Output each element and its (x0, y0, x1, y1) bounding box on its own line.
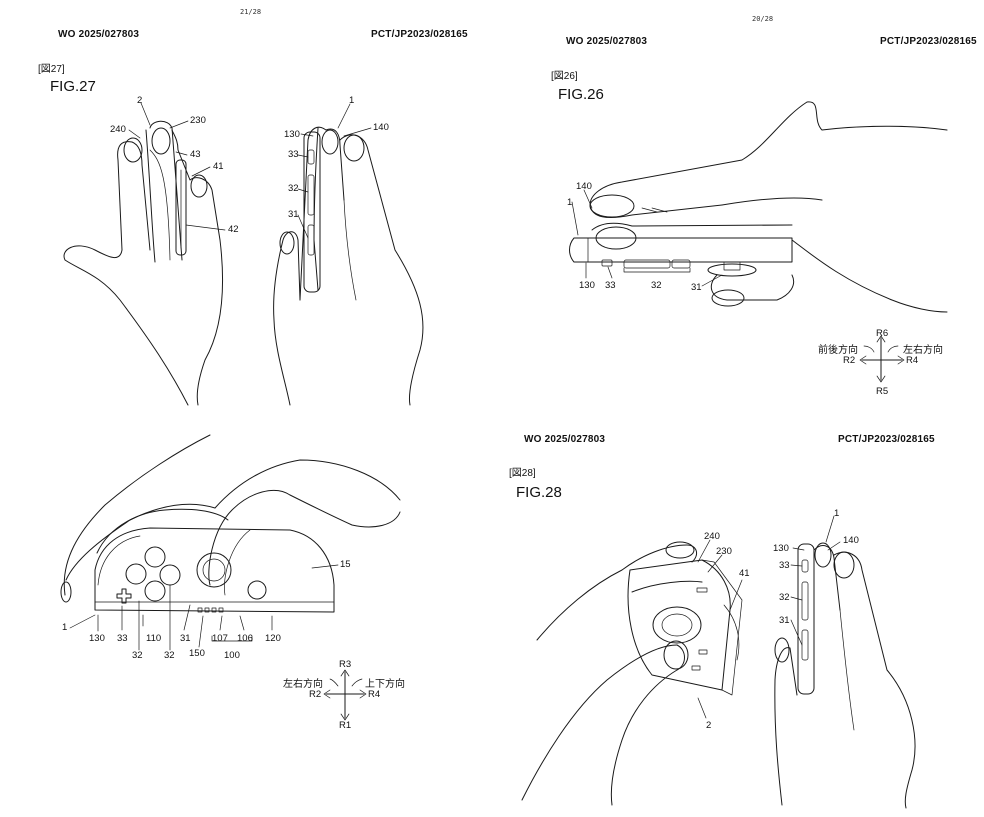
fig28-label-140: 140 (843, 535, 859, 546)
controller-label-110: 110 (146, 633, 162, 644)
fig26-label-33: 33 (605, 280, 616, 291)
fig26-drawing (569, 101, 948, 383)
left-header-publication-number: WO 2025/027803 (58, 29, 140, 40)
controller-label-32-right: 32 (164, 650, 175, 661)
controller-label-106: 106 (237, 633, 253, 644)
fig26-axis-label-r5: R5 (876, 386, 889, 397)
fig27-label-140: 140 (373, 122, 389, 133)
lower-right-header-publication-number: WO 2025/027803 (524, 434, 606, 445)
fig28-label-31: 31 (779, 615, 790, 626)
axis-label-left-right: 左右方向 (283, 679, 323, 690)
fig27-label-130: 130 (284, 129, 300, 140)
fig27-label-32: 32 (288, 183, 299, 194)
fig26-title: FIG.26 (558, 86, 604, 103)
fig26-axis-label-front-back: 前後方向 (818, 345, 858, 356)
controller-label-33: 33 (117, 633, 128, 644)
fig27-label-230: 230 (190, 115, 206, 126)
fig26-label-32: 32 (651, 280, 662, 291)
right-page-number: 20/28 (752, 15, 774, 23)
controller-label-15: 15 (340, 559, 351, 570)
fig26-label-130: 130 (579, 280, 595, 291)
axis-label-up-down: 上下方向 (365, 679, 405, 690)
controller-hand-drawing (60, 434, 401, 721)
fig28-title: FIG.28 (516, 484, 562, 501)
fig28-drawing (521, 515, 916, 809)
controller-label-1: 1 (62, 622, 68, 633)
axis-label-r1: R1 (339, 720, 352, 731)
lower-right-header-application-number: PCT/JP2023/028165 (838, 434, 935, 445)
fig28-label-2: 2 (706, 720, 712, 731)
fig28-bracket-label: [図28] (509, 468, 536, 479)
fig28-label-41: 41 (739, 568, 750, 579)
fig28-label-33: 33 (779, 560, 790, 571)
fig26-axis-label-r2: R2 (843, 355, 856, 366)
fig26-axis-label-r4: R4 (906, 355, 919, 366)
controller-label-31: 31 (180, 633, 191, 644)
fig26-label-1: 1 (567, 197, 573, 208)
right-header-application-number: PCT/JP2023/028165 (880, 36, 977, 47)
fig27-label-33: 33 (288, 149, 299, 160)
fig27-label-41: 41 (213, 161, 224, 172)
controller-label-107: 107 (212, 633, 228, 644)
left-page-number: 21/28 (240, 8, 262, 16)
fig27-title: FIG.27 (50, 78, 96, 95)
fig27-label-42: 42 (228, 224, 239, 235)
fig26-bracket-label: [図26] (551, 71, 578, 82)
fig28-label-32: 32 (779, 592, 790, 603)
controller-label-130: 130 (89, 633, 105, 644)
controller-label-100: 100 (224, 650, 240, 661)
fig28-label-240: 240 (704, 531, 720, 542)
fig27-label-240: 240 (110, 124, 126, 135)
fig28-label-230: 230 (716, 546, 732, 557)
fig27-label-2: 2 (137, 95, 143, 106)
fig26-label-31: 31 (691, 282, 702, 293)
axis-label-r4: R4 (368, 689, 381, 700)
fig28-label-1: 1 (834, 508, 840, 519)
right-header-publication-number: WO 2025/027803 (566, 36, 648, 47)
controller-label-32-left: 32 (132, 650, 143, 661)
fig26-axis-label-r6: R6 (876, 328, 889, 339)
controller-label-120: 120 (265, 633, 281, 644)
fig27-label-43: 43 (190, 149, 201, 160)
fig26-label-140: 140 (576, 181, 592, 192)
fig27-label-1: 1 (349, 95, 355, 106)
fig28-label-130: 130 (773, 543, 789, 554)
axis-label-r3: R3 (339, 659, 352, 670)
left-header-application-number: PCT/JP2023/028165 (371, 29, 468, 40)
controller-label-150: 150 (189, 648, 205, 659)
axis-label-r2: R2 (309, 689, 322, 700)
fig27-drawing (63, 102, 424, 406)
fig26-axis-label-left-right: 左右方向 (903, 345, 943, 356)
fig27-label-31: 31 (288, 209, 299, 220)
fig27-bracket-label: [図27] (38, 64, 65, 75)
